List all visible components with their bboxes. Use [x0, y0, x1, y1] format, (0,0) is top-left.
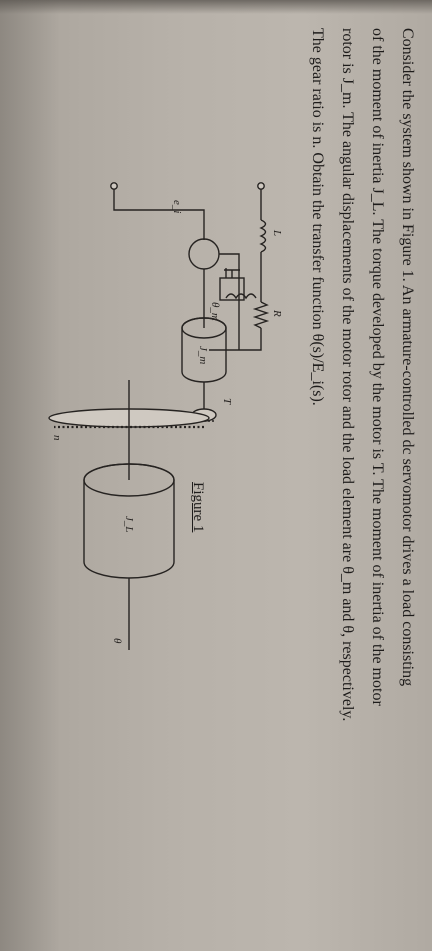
problem-line-4: The gear ratio is n. Obtain the transfer…: [309, 28, 326, 406]
input-terminal-bottom: [110, 182, 118, 190]
label-load-inertia: J_L: [123, 516, 135, 533]
armature-brush: [219, 253, 240, 350]
problem-line-3: rotor is J_m. The angular displacements …: [339, 28, 356, 722]
bottom-wire: [113, 189, 205, 240]
field-lead: [224, 269, 240, 278]
resistor-zigzag: [252, 301, 270, 329]
photo-top-shadow: [0, 0, 432, 14]
field-box: [219, 277, 245, 301]
label-load-angle: θ: [111, 638, 123, 644]
figure-caption: Figure 1: [190, 482, 206, 533]
inductor-coil: [259, 219, 267, 253]
servomotor-figure: L R e_i θ_m J_m T n J_L θ: [48, 182, 283, 650]
label-motor-inertia: J_m: [197, 346, 209, 364]
problem-statement: Consider the system shown in Figure 1. A…: [302, 28, 422, 933]
motor-inertia-end: [181, 317, 227, 339]
input-terminal-top: [257, 182, 265, 190]
problem-line-1: Consider the system shown in Figure 1. A…: [399, 28, 416, 687]
label-input-voltage: e_i: [171, 200, 183, 213]
motor-armature: [188, 238, 220, 270]
label-gear-ratio: n: [51, 435, 63, 441]
problem-line-2: of the moment of inertia J_L. The torque…: [369, 28, 386, 706]
field-coil-right: [225, 293, 257, 300]
photo-left-shadow: [0, 0, 60, 951]
label-inductor: L: [271, 229, 283, 236]
label-torque: T: [221, 398, 233, 405]
label-motor-angle: θ_m: [209, 302, 221, 321]
label-resistor: R: [271, 309, 283, 317]
top-wire-3: [209, 328, 262, 351]
load-inertia-end: [83, 463, 175, 497]
